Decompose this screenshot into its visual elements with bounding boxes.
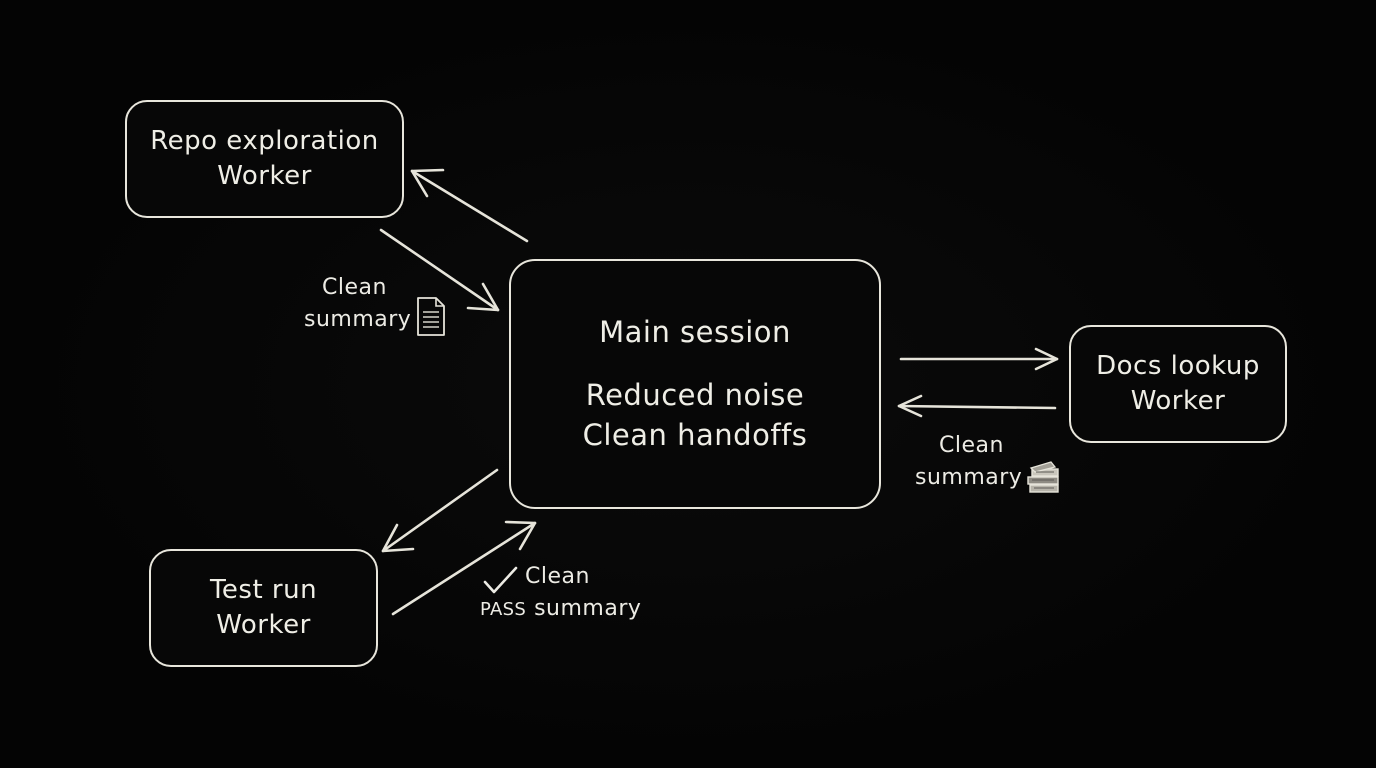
repo-summary-line1: Clean bbox=[322, 275, 387, 300]
checkmark-icon bbox=[483, 566, 518, 594]
test-summary-line1: Clean bbox=[525, 564, 590, 589]
repo-summary-line2: summary bbox=[304, 306, 412, 332]
main-session-title: Main session bbox=[599, 315, 791, 350]
books-icon bbox=[1027, 461, 1059, 493]
docs-summary-line1: Clean bbox=[939, 433, 1004, 458]
pass-badge: PASS bbox=[480, 598, 527, 620]
docs-node-line2: Worker bbox=[1130, 386, 1226, 416]
docs-lookup-worker-node: Docs lookup Worker bbox=[1069, 325, 1287, 443]
test-summary-line2-row: PASS summary bbox=[480, 593, 645, 625]
test-summary-line2: summary bbox=[534, 595, 642, 621]
arrow-main-to-test bbox=[381, 468, 499, 553]
test-node-line1: Test run bbox=[209, 574, 318, 605]
repo-exploration-worker-node: Repo exploration Worker bbox=[125, 100, 404, 218]
repo-node-line1: Repo exploration bbox=[150, 125, 379, 156]
repo-summary-label: Clean summary bbox=[304, 272, 449, 336]
test-run-worker-node: Test run Worker bbox=[149, 549, 378, 667]
test-node-line2: Worker bbox=[216, 610, 311, 640]
arrow-main-to-repo bbox=[410, 168, 529, 243]
arrow-main-to-docs bbox=[899, 347, 1059, 371]
repo-node-line2: Worker bbox=[217, 161, 312, 191]
docs-summary-line2: summary bbox=[915, 464, 1023, 490]
main-session-node: Main session Reduced noise Clean handoff… bbox=[509, 259, 881, 509]
test-summary-label: Clean PASS summary bbox=[480, 561, 645, 625]
docs-node-line1: Docs lookup bbox=[1096, 350, 1260, 381]
arrow-test-to-main bbox=[391, 520, 537, 616]
arrow-repo-to-main bbox=[379, 228, 500, 312]
arrow-docs-to-main bbox=[897, 394, 1057, 418]
docs-summary-label: Clean summary bbox=[915, 430, 1065, 494]
main-session-line2: Clean handoffs bbox=[582, 417, 808, 452]
main-session-line1: Reduced noise bbox=[585, 378, 805, 413]
document-icon bbox=[417, 297, 445, 336]
